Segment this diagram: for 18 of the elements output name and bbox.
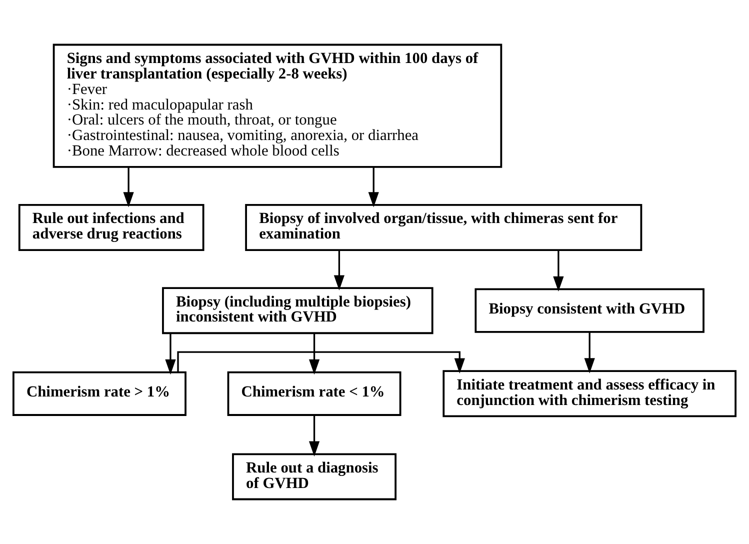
arrow <box>165 333 176 375</box>
node-box: Biopsy consistent with GVHD <box>474 288 704 333</box>
node-box: Rule out infections and adverse drug reactions <box>18 204 204 251</box>
node-box: Biopsy of involved organ/tissue, with chimeras sent for examination <box>245 204 642 251</box>
arrow <box>584 332 595 374</box>
node-box: Rule out a diagnosis of GVHD <box>232 453 397 500</box>
arrow <box>308 333 320 375</box>
node-box: Chimerism rate < 1% <box>227 371 402 416</box>
arrow <box>308 415 320 456</box>
node-box: Signs and symptoms associated with GVHD within 100 days of liver transplantation (especially 2-8 weeks) ·Fever ·Skin: red maculopapular rash ·Oral: ulcers of the mouth, throat, or tongue ·Gastrointestinal: nausea, vomiting, anorexia, or diarrhea ·Bone Marrow: decreased whole blood cells <box>52 44 502 168</box>
node-box: Initiate treatment and assess efficacy in conjunction with chimerism testing <box>442 370 736 418</box>
arrow <box>553 250 564 292</box>
arrow <box>123 167 134 208</box>
node-box: Chimerism rate > 1% <box>12 371 186 416</box>
arrow <box>177 351 465 374</box>
arrow <box>368 167 379 208</box>
node-box: Biopsy (including multiple biopsies) inconsistent with GVHD <box>162 287 434 334</box>
arrow <box>334 250 345 290</box>
